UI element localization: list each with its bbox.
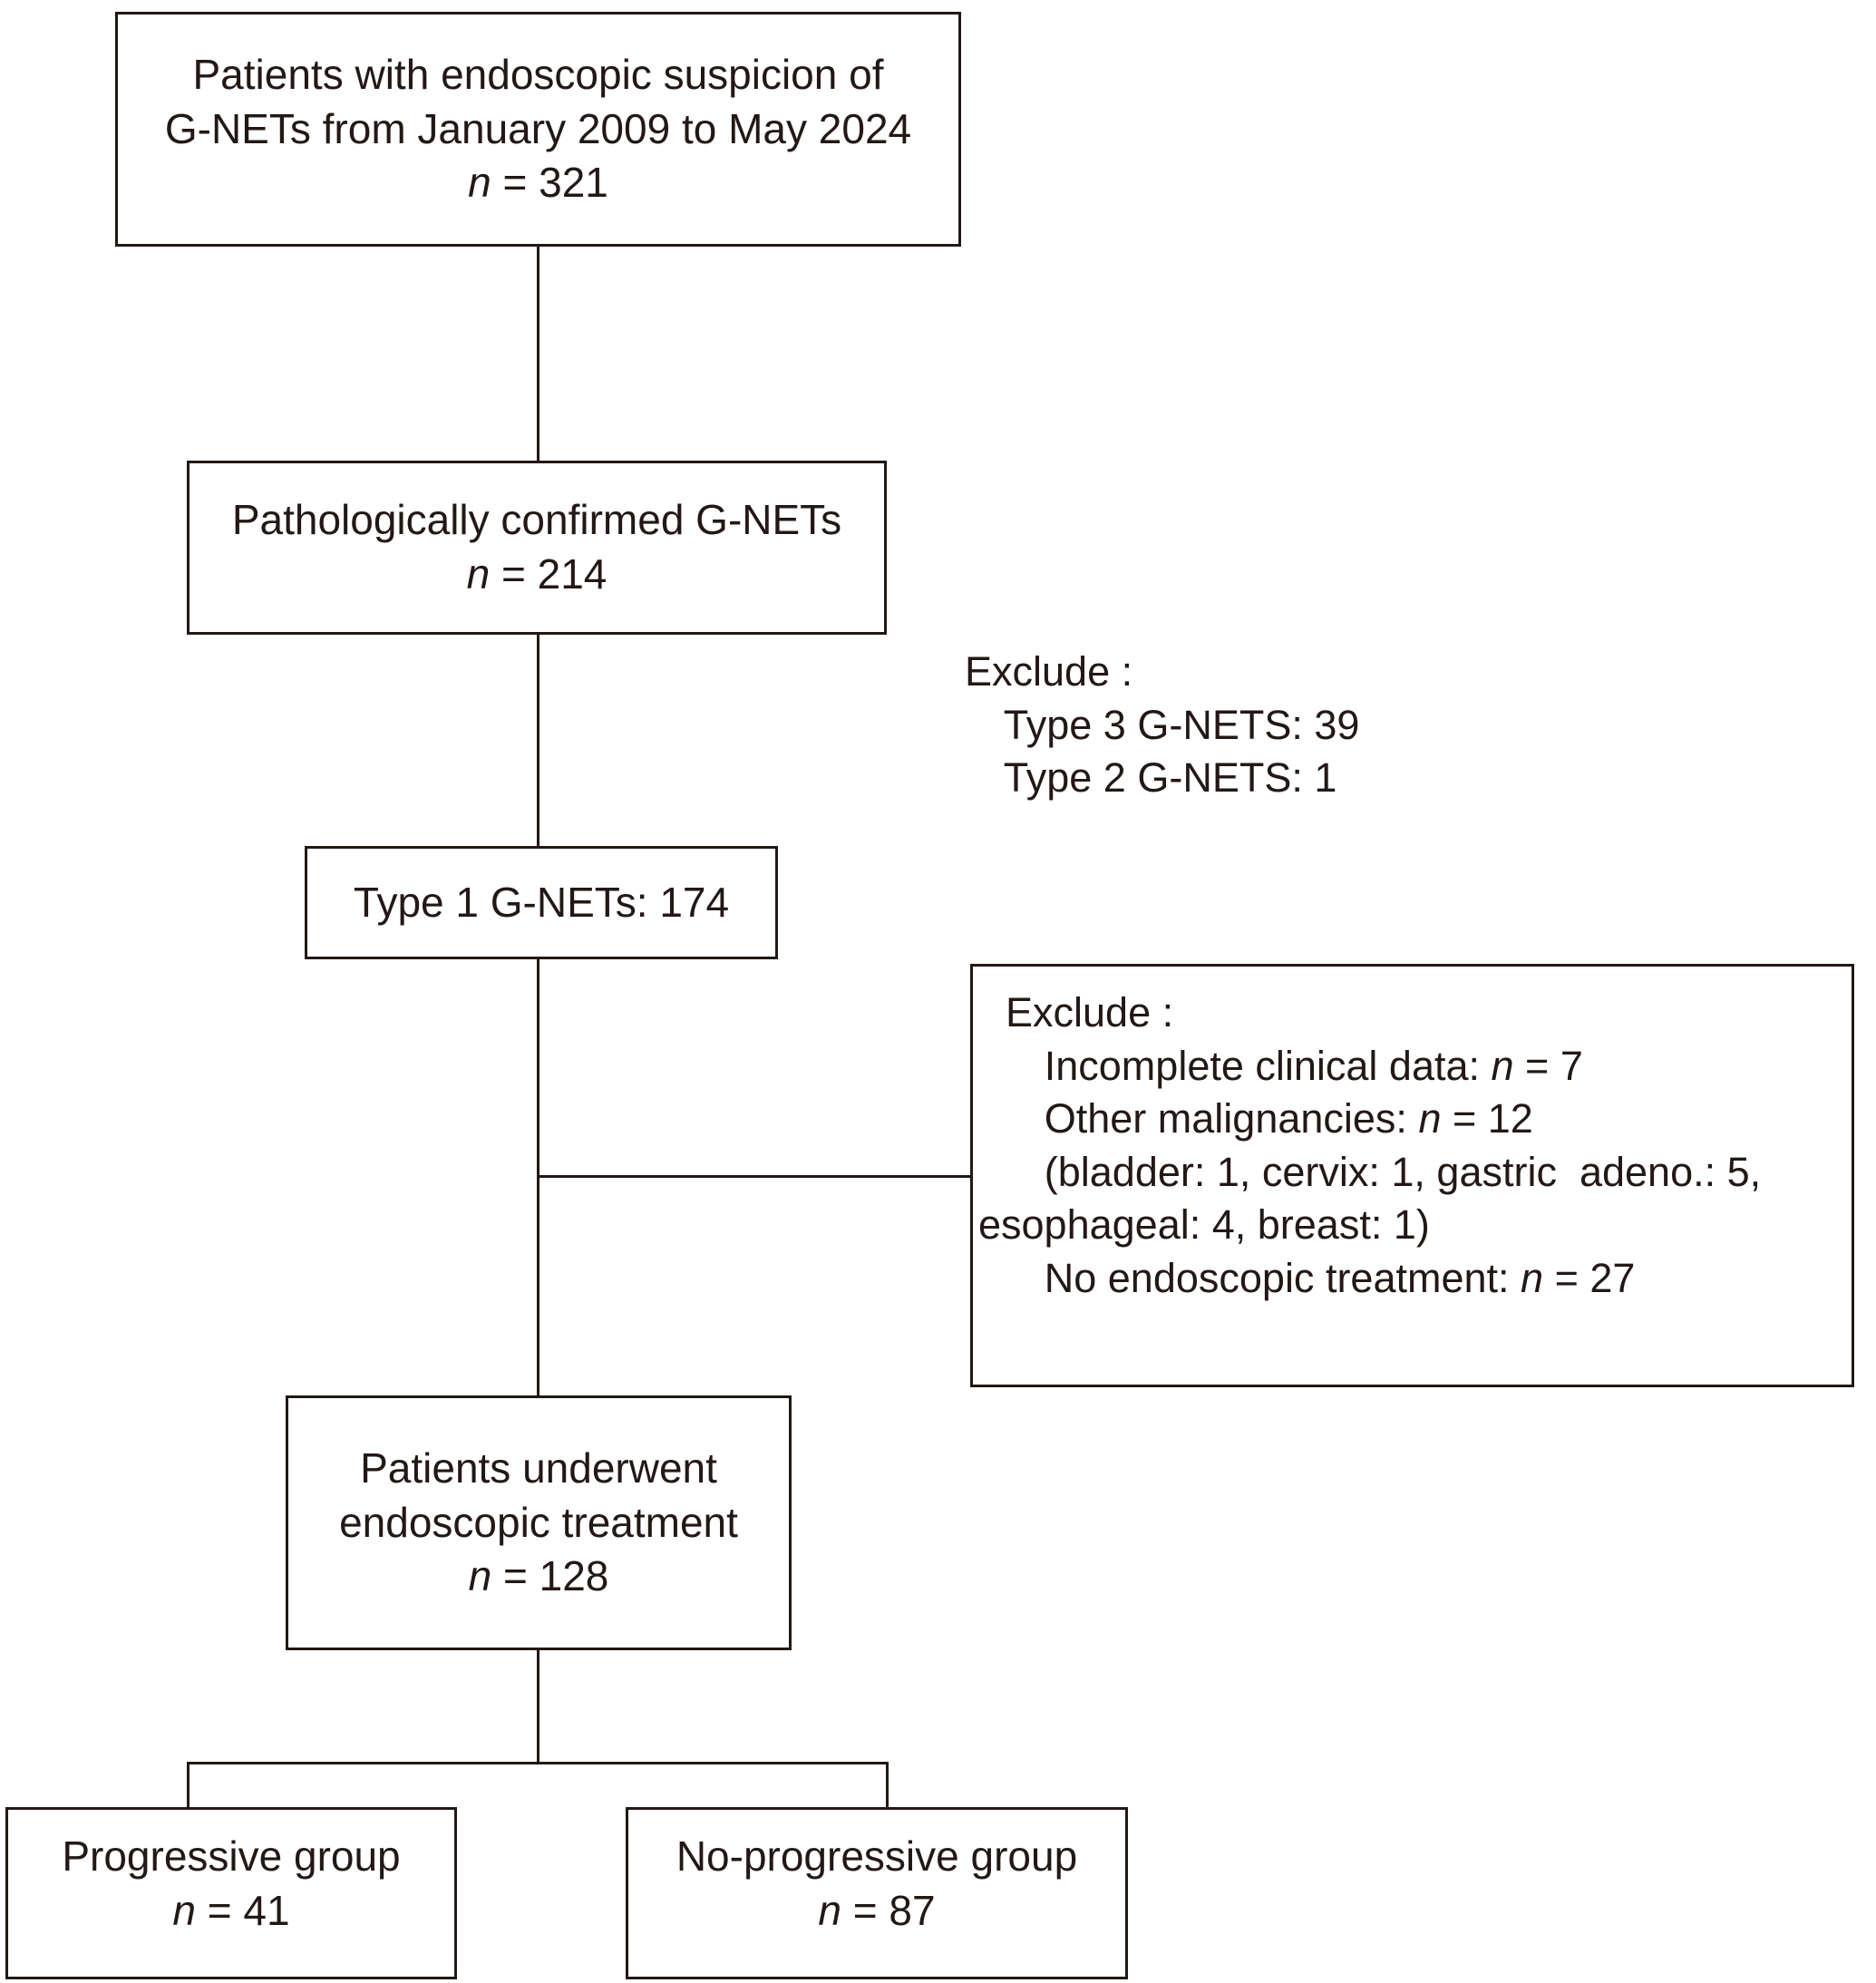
treated-count: n = 128 xyxy=(469,1550,609,1604)
no-progressive-label: No-progressive group xyxy=(676,1832,1078,1880)
enrolled-line-1: Patients with endoscopic suspicion of xyxy=(192,50,884,98)
exclusion-first-header: Exclude : xyxy=(965,648,1133,695)
treated-n-value: = 128 xyxy=(491,1552,609,1600)
progressive-label: Progressive group xyxy=(62,1832,401,1880)
progressive-n-symbol: n xyxy=(172,1886,196,1934)
exclusion-second-item-1-n: n xyxy=(1491,1042,1514,1089)
no-progressive-n-symbol: n xyxy=(818,1886,841,1934)
exclusion-second-item-3: No endoscopic treatment: n = 27 xyxy=(1006,1252,1636,1306)
node-no-progressive-group: No-progressive group n = 87 xyxy=(626,1807,1128,1979)
node-pathologically-confirmed: Pathologically confirmed G-NETs n = 214 xyxy=(187,461,887,635)
node-patients-underwent-treatment: Patients underwent endoscopic treatment … xyxy=(286,1395,792,1650)
exclusion-second-item-2-detail-line-1: (bladder: 1, cervix: 1, gastric adeno.: … xyxy=(1044,1148,1762,1195)
connector-treated-to-split xyxy=(537,1648,539,1764)
connector-split-to-progressive xyxy=(187,1762,190,1807)
enrolled-line-2: G-NETs from January 2009 to May 2024 xyxy=(164,104,912,152)
exclusion-first-item-2: Type 2 G-NETS: 1 xyxy=(1003,754,1337,801)
enrolled-count: n = 321 xyxy=(468,156,608,210)
treated-n-symbol: n xyxy=(468,1552,492,1600)
enrolled-n-symbol: n xyxy=(468,159,491,207)
node-type1-gnets: Type 1 G-NETs: 174 xyxy=(305,846,778,959)
exclusion-second-header: Exclude : xyxy=(1006,989,1174,1035)
exclusion-second-item-3-value: = 27 xyxy=(1543,1254,1636,1301)
confirmed-line-1: Pathologically confirmed G-NETs xyxy=(231,496,842,544)
exclusion-second-item-2-label: Other malignancies: xyxy=(1044,1095,1419,1142)
exclusion-first-item-1: Type 3 G-NETS: 39 xyxy=(1003,701,1360,748)
exclusion-second-item-2-n: n xyxy=(1418,1095,1442,1142)
type1-label: Type 1 G-NETs: 174 xyxy=(353,878,730,926)
connector-to-exclusion-box xyxy=(537,1175,972,1178)
exclusion-second-item-1-value: = 7 xyxy=(1513,1042,1583,1089)
node-enrolled-patients: Patients with endoscopic suspicion of G-… xyxy=(115,12,961,247)
no-progressive-count: n = 87 xyxy=(818,1884,935,1939)
connector-split-to-no-progressive xyxy=(886,1762,889,1807)
exclusion-second-item-2-value: = 12 xyxy=(1441,1095,1533,1142)
connector-enrolled-to-confirmed xyxy=(537,247,539,462)
exclusion-second-item-2-detail-line-2: esophageal: 4, breast: 1) xyxy=(978,1201,1430,1248)
treated-line-1: Patients underwent xyxy=(360,1444,717,1492)
exclusion-second-item-3-label: No endoscopic treatment: xyxy=(1044,1254,1521,1301)
exclusion-list-first: Exclude : Type 3 G-NETS: 39 Type 2 G-NET… xyxy=(965,646,1781,805)
exclusion-second-item-1: Incomplete clinical data: n = 7 xyxy=(1006,1040,1583,1094)
exclusion-second-item-2: Other malignancies: n = 12 xyxy=(1006,1093,1533,1146)
confirmed-count: n = 214 xyxy=(467,548,608,602)
exclusion-second-item-1-label: Incomplete clinical data: xyxy=(1044,1042,1492,1089)
connector-confirmed-to-type1 xyxy=(537,633,539,848)
progressive-count: n = 41 xyxy=(172,1884,289,1939)
confirmed-n-symbol: n xyxy=(466,550,491,598)
confirmed-n-value: = 214 xyxy=(490,550,608,598)
exclusion-second-item-3-n: n xyxy=(1521,1254,1544,1301)
no-progressive-n-value: = 87 xyxy=(841,1886,936,1934)
progressive-n-value: = 41 xyxy=(196,1886,290,1934)
connector-split-horizontal xyxy=(187,1762,889,1764)
exclusion-box-second: Exclude : Incomplete clinical data: n = … xyxy=(970,964,1854,1387)
enrolled-n-value: = 321 xyxy=(491,159,608,207)
treated-line-2: endoscopic treatment xyxy=(339,1498,738,1546)
node-progressive-group: Progressive group n = 41 xyxy=(5,1807,457,1979)
